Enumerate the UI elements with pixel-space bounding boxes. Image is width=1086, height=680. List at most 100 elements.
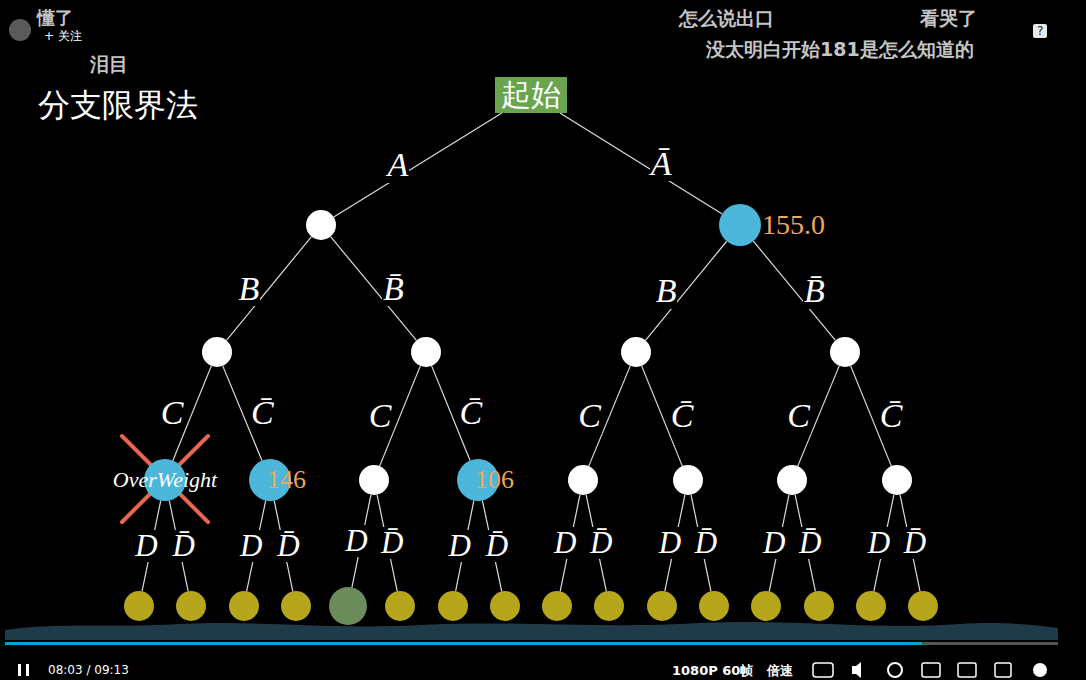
volume-icon <box>852 662 861 678</box>
node-circle <box>359 465 389 495</box>
node-circle <box>673 465 703 495</box>
speed-button: 倍速 <box>767 662 793 680</box>
tree-node <box>804 591 834 621</box>
tree-node: 155.0 <box>719 204 761 246</box>
branch-label: C <box>786 398 811 434</box>
node-circle <box>124 591 154 621</box>
tree-node: 106 <box>457 459 499 501</box>
help-icon: ? <box>1033 24 1047 38</box>
node-circle <box>229 591 259 621</box>
node-circle <box>856 591 886 621</box>
tree-node <box>856 591 886 621</box>
status-text: OverWeight <box>113 467 217 493</box>
tree-node <box>751 591 781 621</box>
branch-label: D̄ <box>798 527 822 560</box>
tree-node: OverWeight <box>144 459 186 501</box>
tree-node <box>281 591 311 621</box>
fullscreen-icon <box>995 663 1011 677</box>
node-circle <box>568 465 598 495</box>
bound-value: 106 <box>475 465 514 495</box>
danmaku-comment: 看哭了 <box>920 6 977 32</box>
circle-fill <box>830 337 860 367</box>
danmaku-icon <box>813 663 833 677</box>
node-circle <box>281 591 311 621</box>
circle-fill <box>542 591 572 621</box>
start-label: 起始 <box>501 77 561 113</box>
tree-edge <box>646 241 727 340</box>
branch-label: C <box>577 398 602 434</box>
follow-button: + 关注 <box>44 28 82 45</box>
start-box: 起始 <box>495 77 567 113</box>
node-circle <box>647 591 677 621</box>
circle-fill <box>856 591 886 621</box>
circle-fill <box>673 465 703 495</box>
circle-fill <box>719 204 761 246</box>
node-circle <box>908 591 938 621</box>
circle-fill <box>647 591 677 621</box>
tree-node <box>621 337 651 367</box>
node-circle <box>490 591 520 621</box>
bound-value: 146 <box>267 465 306 495</box>
branch-label: D <box>448 530 472 563</box>
tree-node <box>777 465 807 495</box>
branch-label: D̄ <box>380 527 404 560</box>
danmaku-comment: 懂了 <box>37 6 73 30</box>
node-circle <box>804 591 834 621</box>
tree-node <box>490 591 520 621</box>
node-circle <box>830 337 860 367</box>
danmaku-comment: 没太明白开始181是怎么知道的 <box>706 37 974 63</box>
tree-edge <box>334 113 502 217</box>
branch-label: C̄ <box>670 398 695 434</box>
branch-label: B̄ <box>382 271 405 307</box>
circle-fill <box>385 591 415 621</box>
branch-label: D̄ <box>903 527 927 560</box>
node-circle <box>542 591 572 621</box>
tree-node <box>568 465 598 495</box>
settings-icon <box>888 663 902 677</box>
danmaku-comment: 怎么说出口 <box>679 6 774 32</box>
node-circle <box>329 587 367 625</box>
circle-fill <box>908 591 938 621</box>
pause-icon <box>26 664 29 676</box>
circle-fill <box>306 210 336 240</box>
node-circle <box>411 337 441 367</box>
tree-node <box>673 465 703 495</box>
node-circle <box>202 337 232 367</box>
branch-label: D <box>239 530 263 563</box>
bound-value: 155.0 <box>762 209 825 241</box>
widescreen-icon <box>958 663 976 677</box>
branch-label: D <box>867 527 891 560</box>
node-circle <box>176 591 206 621</box>
circle-fill <box>229 591 259 621</box>
diagram-title: 分支限界法 <box>38 84 198 128</box>
node-circle <box>385 591 415 621</box>
tree-edge <box>753 241 835 340</box>
tree-node <box>882 465 912 495</box>
tree-node <box>438 591 468 621</box>
node-circle <box>882 465 912 495</box>
circle-fill <box>281 591 311 621</box>
branch-label: C̄ <box>250 395 275 431</box>
node-circle <box>621 337 651 367</box>
circle-fill <box>329 587 367 625</box>
branch-label: D <box>134 530 158 563</box>
circle-fill <box>359 465 389 495</box>
branch-label: D <box>553 527 577 560</box>
circle-fill <box>568 465 598 495</box>
tree-edge <box>331 237 417 341</box>
branch-label: A <box>386 147 409 183</box>
tree-node <box>385 591 415 621</box>
time-display: 08:03 / 09:13 <box>48 663 129 677</box>
branch-label: B̄ <box>803 273 826 309</box>
tree-node <box>202 337 232 367</box>
circle-fill <box>411 337 441 367</box>
branch-label: D̄ <box>172 530 196 563</box>
circle-fill <box>438 591 468 621</box>
node-circle <box>699 591 729 621</box>
circle-fill <box>751 591 781 621</box>
branch-label: D̄ <box>589 527 613 560</box>
branch-label: B <box>238 271 261 307</box>
node-circle <box>306 210 336 240</box>
extra-icon <box>1033 663 1047 677</box>
circle-fill <box>124 591 154 621</box>
